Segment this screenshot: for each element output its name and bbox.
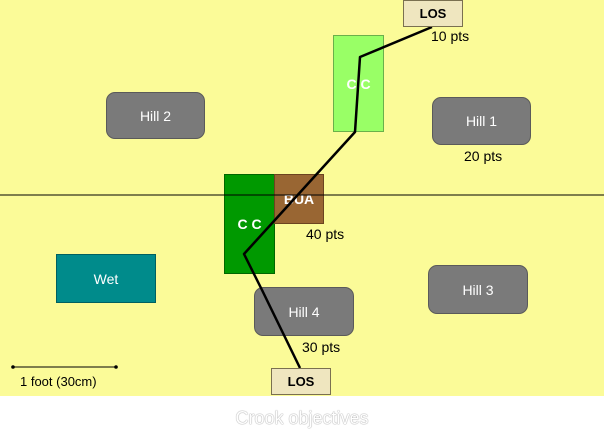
hill-2: Hill 2 [106, 92, 205, 139]
los-bottom-label: LOS [287, 374, 315, 389]
diagram-caption: Crook objectives [235, 408, 369, 428]
points-bua: 40 pts [306, 226, 345, 242]
diagram-lines [0, 25, 604, 369]
points-hill-4: 30 pts [302, 339, 341, 355]
los-marker-top: LOS [403, 0, 463, 27]
wet-ground-label: Wet [93, 270, 119, 287]
hill-1-label: Hill 1 [465, 113, 498, 129]
line-of-sight-path [242, 25, 433, 369]
hill-4: Hill 4 [254, 287, 354, 336]
hill-3: Hill 3 [428, 265, 528, 314]
los-marker-bottom: LOS [271, 368, 331, 395]
hill-4-label: Hill 4 [288, 303, 320, 320]
hill-3-label: Hill 3 [462, 281, 494, 298]
wet-ground: Wet [56, 254, 156, 303]
hill-2-label: Hill 2 [139, 107, 172, 124]
points-top-los: 10 pts [431, 28, 470, 44]
points-hill-1: 20 pts [464, 148, 503, 164]
scale-label: 1 foot (30cm) [20, 374, 97, 389]
hill-1: Hill 1 [432, 97, 531, 145]
close-country-middle: C C [224, 174, 275, 274]
close-country-middle-label: C C [237, 216, 262, 232]
los-top-label: LOS [419, 6, 447, 21]
scale-bar-start [11, 365, 15, 369]
scale-bar-end [114, 365, 118, 369]
